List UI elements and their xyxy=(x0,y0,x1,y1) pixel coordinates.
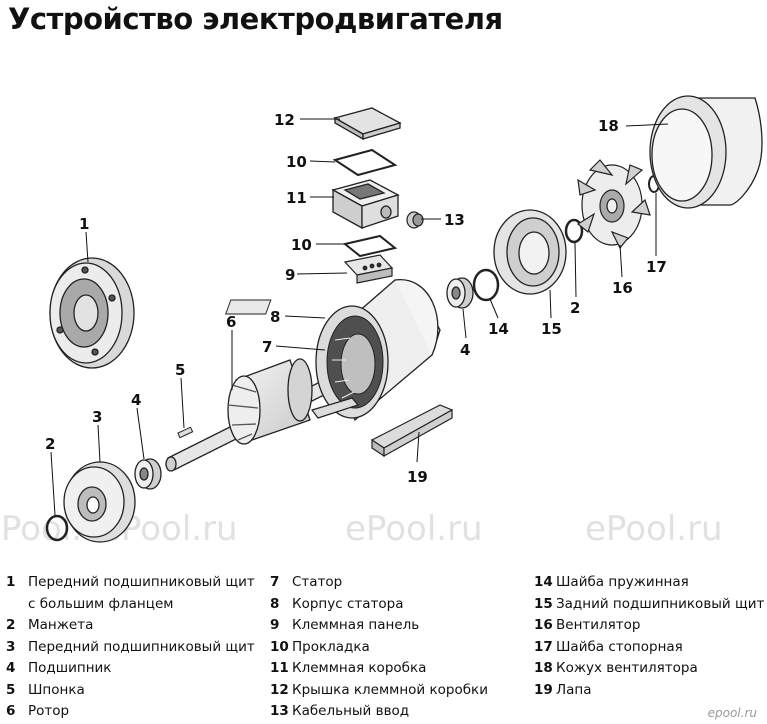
terminal-box xyxy=(331,179,400,230)
mounting-foot xyxy=(370,404,454,458)
terminal-box-cover xyxy=(333,107,402,141)
callout-1: 1 xyxy=(79,215,89,233)
stator-core xyxy=(326,315,384,409)
terminal-panel xyxy=(343,254,394,284)
callout-18: 18 xyxy=(598,117,619,135)
legend-item-continuation: с большим фланцем xyxy=(28,595,174,612)
callout-2-left: 2 xyxy=(45,435,55,453)
callout-19: 19 xyxy=(407,468,428,486)
callout-4-left: 4 xyxy=(131,391,141,409)
gasket-upper xyxy=(332,148,398,177)
spring-washer xyxy=(472,268,500,302)
callout-8: 8 xyxy=(270,308,280,326)
leader-lines xyxy=(50,118,669,516)
callout-15: 15 xyxy=(541,320,562,338)
callout-10-lower: 10 xyxy=(291,236,312,254)
rotor xyxy=(165,358,347,472)
callout-5: 5 xyxy=(175,361,185,379)
housing-foot xyxy=(311,397,360,419)
rear-bearing-shield xyxy=(493,209,567,295)
callout-7: 7 xyxy=(262,338,272,356)
callout-2-right: 2 xyxy=(570,299,580,317)
corner-logo: epool.ru xyxy=(707,706,757,720)
watermark-text: ePool.ru xyxy=(585,509,723,549)
page-title: Устройство электродвигателя xyxy=(8,2,503,36)
callout-11: 11 xyxy=(286,189,307,207)
terminal-base xyxy=(225,299,272,315)
front-flange-shield xyxy=(49,257,135,369)
cable-gland xyxy=(406,211,424,229)
callout-12: 12 xyxy=(274,111,295,129)
gasket-lower xyxy=(342,234,398,258)
callout-17: 17 xyxy=(646,258,667,276)
callout-6: 6 xyxy=(226,313,236,331)
watermark-text: ePool.ru xyxy=(345,509,483,549)
callout-16: 16 xyxy=(612,279,633,297)
callout-4-right: 4 xyxy=(460,341,470,359)
shaft-key xyxy=(177,426,194,439)
fan-cover xyxy=(649,95,763,209)
fan xyxy=(576,159,651,250)
front-bearing-shield xyxy=(63,461,136,543)
seal-ring xyxy=(45,514,69,542)
rear-bearing xyxy=(446,277,474,309)
callout-9: 9 xyxy=(285,266,295,284)
callout-13: 13 xyxy=(444,211,465,229)
motor-exploded-diagram: ePool.ru ePool.ru ePool.ru ePool.ru xyxy=(0,95,763,549)
callout-3: 3 xyxy=(92,408,102,426)
callout-10-upper: 10 xyxy=(286,153,307,171)
front-bearing xyxy=(134,458,162,490)
callout-14: 14 xyxy=(488,320,509,338)
rear-seal-ring xyxy=(564,218,584,244)
